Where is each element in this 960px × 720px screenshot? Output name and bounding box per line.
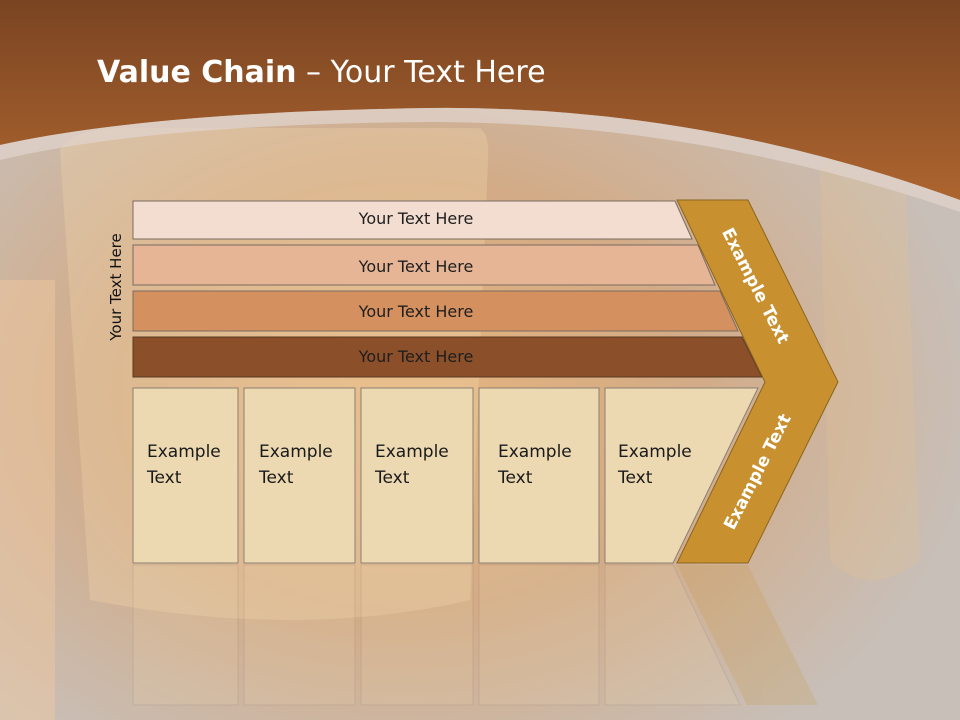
row-bar-3 [132, 290, 739, 332]
box-label-2-line2: Text [259, 468, 294, 488]
row-label-2: Your Text Here [358, 257, 474, 276]
row-label-3: Your Text Here [358, 302, 474, 321]
box-4 [478, 387, 600, 564]
box-label-5-line2: Text [618, 468, 653, 488]
slide-title: Value Chain – Your Text Here [97, 55, 546, 90]
box-label-3: Example Text [375, 439, 449, 491]
header-swoosh [0, 107, 960, 212]
box-label-1-line1: Example [147, 442, 221, 462]
row-label-4: Your Text Here [358, 347, 474, 366]
box-label-1: Example Text [147, 439, 221, 491]
box-label-1-line2: Text [147, 468, 182, 488]
box-label-3-line1: Example [375, 442, 449, 462]
title-rest: – Your Text Here [296, 55, 546, 90]
box-1 [132, 387, 239, 564]
row-bar-1 [132, 200, 693, 240]
box-5 [604, 387, 759, 564]
chevron-arrow [676, 199, 839, 564]
reflection-shapes [132, 564, 818, 706]
box-label-4-line2: Text [498, 468, 533, 488]
row-label-1: Your Text Here [358, 209, 474, 228]
header-band [0, 0, 960, 200]
box-label-2: Example Text [259, 439, 333, 491]
box-2 [243, 387, 356, 564]
row-bar-4 [132, 336, 763, 378]
box-label-4: Example Text [498, 439, 572, 491]
box-label-4-line1: Example [498, 442, 572, 462]
box-label-2-line1: Example [259, 442, 333, 462]
vertical-label: Your Text Here [107, 233, 125, 341]
box-label-3-line2: Text [375, 468, 410, 488]
row-bar-2 [132, 244, 716, 286]
box-label-5-line1: Example [618, 442, 692, 462]
box-label-5: Example Text [618, 439, 692, 491]
title-bold: Value Chain [97, 55, 297, 90]
box-3 [360, 387, 474, 564]
